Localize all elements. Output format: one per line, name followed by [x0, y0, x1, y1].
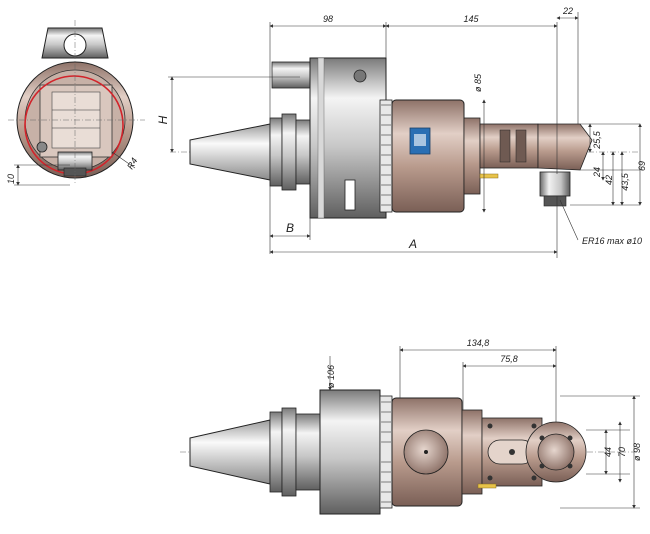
dim-phi85: ø 85	[473, 73, 483, 92]
dim-98: 98	[323, 14, 333, 24]
top-view: 98 145 22 ø 85 H B A ER16 max ø10 25,5 2…	[156, 6, 647, 258]
dim-phi98: ø 98	[632, 443, 642, 461]
dim-42: 42	[604, 175, 614, 185]
dim-24: 24	[592, 167, 602, 178]
dim-22: 22	[562, 6, 573, 16]
dim-phi106: ø 106	[326, 365, 336, 388]
dim-70: 70	[617, 447, 627, 457]
dim-collet: ER16 max ø10	[582, 236, 642, 246]
side-view: 10 R4	[6, 20, 145, 186]
scale-ticks	[381, 104, 391, 206]
dim-75-8: 75,8	[500, 354, 518, 364]
dim-10: 10	[6, 174, 16, 184]
bottom-view: 134,8 75,8 ø 106 44 70 ø 98	[180, 338, 642, 515]
dim-r4: R4	[125, 156, 139, 171]
dim-B: B	[286, 221, 294, 235]
dim-145: 145	[463, 14, 479, 24]
dim-43-5: 43,5	[620, 172, 630, 191]
dim-44: 44	[603, 447, 613, 457]
dim-25-5: 25,5	[592, 130, 602, 150]
dim-134-8: 134,8	[467, 338, 490, 348]
dim-69: 69	[637, 161, 647, 171]
dim-A: A	[408, 237, 417, 251]
scale-ticks-bottom	[381, 401, 391, 503]
dim-H: H	[156, 115, 170, 124]
